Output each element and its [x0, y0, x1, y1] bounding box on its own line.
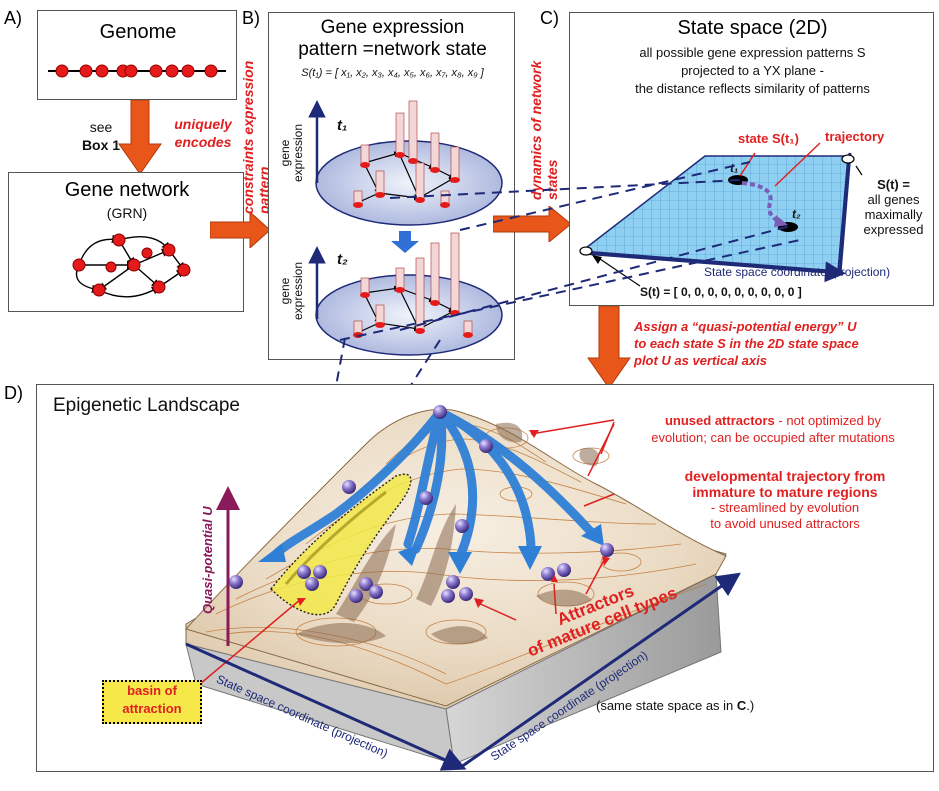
grn-node: [141, 247, 153, 259]
genome-title: Genome: [99, 21, 177, 43]
ball: [459, 587, 473, 601]
expression-title-2: pattern =network state: [298, 39, 487, 60]
expression-title-1: Gene expression: [320, 17, 465, 38]
grn-diagram: [72, 233, 191, 298]
grn-label: (GRN): [106, 205, 148, 221]
max-state-dot: [841, 154, 855, 164]
network-to-state-arrow: [210, 212, 271, 248]
encode-arrow: [118, 100, 162, 175]
gene-network-title: Gene network: [64, 179, 190, 201]
ball: [441, 589, 455, 603]
assign-energy-arrow: [587, 306, 631, 389]
panel-d-letter: D): [4, 383, 23, 403]
state-vector-formula: S(t₁) = [ x₁, x₂, x₃, x₄, x₅, x₆, x₇, x₈…: [301, 67, 484, 79]
state-axis-x: [581, 251, 846, 283]
ball: [600, 543, 614, 557]
ball: [349, 589, 363, 603]
grn-node: [152, 280, 166, 294]
gene-dot: [79, 64, 93, 78]
gene-dot: [149, 64, 163, 78]
state-space-desc-3: the distance reflects similarity of patt…: [635, 81, 870, 96]
max-state-label: S(t) = all genes maximally expressed: [863, 177, 924, 237]
panel-a-letter: A): [4, 8, 22, 28]
genome-strand: [48, 64, 226, 78]
ball: [419, 491, 433, 505]
ball: [342, 480, 356, 494]
grn-node: [92, 283, 106, 297]
time-step-arrow: [391, 231, 419, 253]
state-space-desc-2: projected to a YX plane -: [681, 63, 824, 78]
state-space-title: State space (2D): [677, 17, 828, 39]
trajectory-path: [741, 181, 783, 225]
ball: [305, 577, 319, 591]
gene-dot: [165, 64, 179, 78]
state-space-desc-1: all possible gene expression patterns S: [639, 45, 866, 60]
ball: [557, 563, 571, 577]
gene-dot: [124, 64, 138, 78]
state-space-axis-label: State space coordinate (projection): [704, 265, 891, 279]
same-state-space-note: (same state space as in C.): [596, 698, 755, 713]
state-to-space-arrow: [493, 206, 572, 242]
ball: [229, 575, 243, 589]
grn-node: [72, 258, 86, 272]
landscape-axis-left: [185, 642, 467, 771]
basin-region: [270, 473, 412, 616]
state-s-label: state S(t₁): [738, 131, 799, 146]
grn-node: [105, 261, 117, 273]
expression-bars-t2: [353, 232, 473, 336]
gene-dot: [95, 64, 109, 78]
state-t1-label: t₁: [730, 161, 739, 175]
uniquely-encodes-label: uniquely encodes: [174, 116, 232, 150]
ball: [479, 439, 493, 453]
basin-of-attraction-label: basin of attraction: [102, 680, 202, 724]
panel-c-letter: C): [540, 8, 559, 28]
zero-state-label: S(t) = [ 0, 0, 0, 0, 0, 0, 0, 0, 0 ]: [640, 285, 802, 299]
ball: [446, 575, 460, 589]
landscape-title: Epigenetic Landscape: [53, 395, 240, 416]
t2-label: t₂: [337, 251, 348, 268]
state-space-panel: State space (2D) all possible gene expre…: [569, 12, 934, 306]
developmental-trajectory-label: developmental trajectory from immature t…: [684, 468, 886, 531]
panel-b-letter: B): [242, 8, 260, 28]
gene-network-panel: Gene network (GRN): [8, 172, 244, 312]
landscape-diagram: [185, 405, 741, 771]
grn-node: [162, 243, 176, 257]
ball-top: [433, 405, 447, 419]
ball: [369, 585, 383, 599]
unused-attractors-label: unused attractors - not optimized by evo…: [651, 413, 895, 445]
trajectory-label: trajectory: [825, 129, 885, 144]
state-axis-y: [838, 152, 852, 274]
ball: [541, 567, 555, 581]
gene-dot: [204, 64, 218, 78]
ball: [455, 519, 469, 533]
grn-node: [112, 233, 126, 247]
assign-energy-text: Assign a “quasi-potential energy” U to e…: [634, 319, 859, 368]
t1-label: t₁: [337, 117, 348, 134]
genome-panel: Genome: [37, 10, 237, 100]
grn-node: [177, 263, 191, 277]
expression-pattern-panel: Gene expression pattern =network state S…: [268, 12, 515, 360]
ball: [313, 565, 327, 579]
gene-dot: [55, 64, 69, 78]
ball: [297, 565, 311, 579]
state-t2-label: t₂: [792, 207, 801, 221]
attractor-balls: [229, 405, 614, 603]
expression-diagram: [308, 100, 503, 356]
quasi-potential-label: Quasi-potential U: [200, 506, 215, 614]
ball: [359, 577, 373, 591]
gene-dot: [181, 64, 195, 78]
see-box-text: see Box 1: [81, 119, 121, 153]
landscape-axis-right: [460, 572, 741, 769]
state-space-plane: [579, 142, 863, 287]
zero-state-dot: [579, 246, 593, 256]
grn-node: [127, 258, 141, 272]
